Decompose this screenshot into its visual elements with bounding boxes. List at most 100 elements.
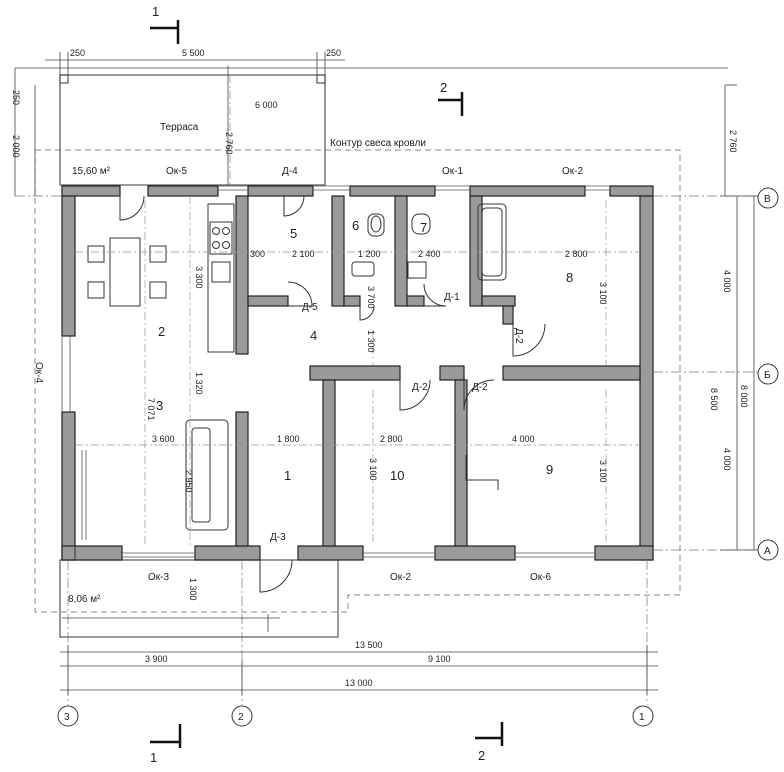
door-d1: Д-1: [444, 292, 460, 303]
section-label-2-bottom: 2: [478, 748, 485, 763]
terrace: [59, 74, 326, 186]
porch: [59, 559, 339, 638]
dim-2760-right: 2 760: [728, 130, 738, 153]
door-d4: Д-4: [282, 166, 298, 177]
washbasin: [351, 261, 375, 277]
window-ok6: Ок-6: [530, 572, 551, 583]
dim-2950: 2 950: [184, 470, 194, 493]
window-ok5: Ок-5: [166, 166, 187, 177]
dim-13500: 13 500: [355, 640, 383, 650]
window-ok1: Ок-1: [442, 166, 463, 177]
terrace-area: 15,60 м²: [72, 166, 111, 177]
room-10: 10: [390, 468, 404, 483]
kitchen-sink: [211, 261, 231, 283]
dim-1300-porch: 1 300: [188, 578, 198, 601]
axis-label-1: 1: [639, 712, 645, 723]
dim-room1-width: 1 800: [277, 434, 300, 444]
room-9: 9: [546, 462, 553, 477]
dim-250-left-vert: 250: [11, 90, 21, 105]
section-markers: [150, 20, 504, 748]
section-label-1-bottom: 1: [150, 750, 157, 765]
chair: [149, 281, 167, 299]
room-8: 8: [566, 270, 573, 285]
dim-3700: 3 700: [366, 286, 376, 309]
dim-250-right: 250: [326, 48, 341, 58]
dim-250-left: 250: [70, 48, 85, 58]
window-ok2-bottom: Ок-2: [390, 572, 411, 583]
room-6: 6: [352, 218, 359, 233]
door-d2-c: Д-2: [472, 382, 488, 393]
window-ok3: Ок-3: [148, 572, 169, 583]
dimension-lines: [14, 52, 762, 695]
door-d2-a: Д-2: [513, 328, 524, 344]
room-3: 3: [156, 398, 163, 413]
terrace-label: Терраса: [160, 122, 199, 133]
dim-room6-width: 1 200: [358, 249, 381, 259]
door-d3: Д-3: [270, 532, 286, 543]
door-d5: Д-5: [302, 302, 318, 313]
dim-1320: 1 320: [194, 372, 204, 395]
roof-outline: [34, 149, 681, 613]
dim-3900: 3 900: [145, 654, 168, 664]
terrace-post: [316, 74, 326, 84]
dim-room5-width: 2 100: [292, 249, 315, 259]
window-ok2-top: Ок-2: [562, 166, 583, 177]
dim-room7-width: 2 400: [418, 249, 441, 259]
kitchen-counter: [207, 203, 235, 353]
room-4: 4: [310, 328, 317, 343]
dim-9100: 9 100: [428, 654, 451, 664]
washbasin-2: [407, 261, 427, 279]
dim-8500: 8 500: [709, 388, 719, 411]
dim-room5-offset: 300: [250, 249, 265, 259]
dim-1300-corridor: 1 300: [366, 330, 376, 353]
axis-label-2: 2: [238, 712, 244, 723]
dim-2000: 2 000: [11, 135, 21, 158]
dim-room10-width: 2 800: [380, 434, 403, 444]
axis-bubbles: [57, 187, 779, 727]
dim-room9-width: 4 000: [512, 434, 535, 444]
dim-3100-room8: 3 100: [598, 282, 608, 305]
dim-2760-terrace: 2 760: [224, 132, 234, 155]
terrace-post: [59, 74, 69, 84]
dim-3100-room9: 3 100: [598, 460, 608, 483]
dim-room3-width: 3 600: [152, 434, 175, 444]
chair: [87, 281, 105, 299]
dim-7071: 7 071: [146, 398, 156, 421]
axis-lines: [15, 195, 762, 705]
door-swings: [74, 195, 546, 593]
dim-room8-width: 2 800: [565, 249, 588, 259]
room-5: 5: [290, 226, 297, 241]
bathtub: [477, 203, 507, 281]
door-d2-b: Д-2: [412, 382, 428, 393]
dim-4000-lower: 4 000: [722, 448, 732, 471]
roof-outline-label: Контур свеса кровли: [330, 138, 426, 149]
axis-label-v: В: [764, 194, 771, 205]
dim-3300: 3 300: [194, 266, 204, 289]
section-label-2-top: 2: [440, 80, 447, 95]
toilet-2: [411, 213, 431, 235]
room-7: 7: [420, 220, 427, 235]
axis-label-a: A: [764, 546, 771, 557]
dim-5500: 5 500: [182, 48, 205, 58]
dim-4000-upper: 4 000: [722, 270, 732, 293]
sofa: [185, 419, 229, 531]
dim-13000: 13 000: [345, 678, 373, 688]
axis-label-3: 3: [64, 712, 70, 723]
closet: [465, 455, 499, 490]
chair: [149, 245, 167, 263]
porch-area: 8,06 м²: [68, 594, 101, 605]
stove: [209, 221, 233, 255]
section-label-1-top: 1: [152, 4, 159, 19]
dining-table: [109, 237, 141, 307]
walls: [61, 185, 654, 561]
room-2: 2: [158, 324, 165, 339]
axis-label-b: Б: [764, 370, 771, 381]
furniture: [87, 203, 507, 531]
chair: [87, 245, 105, 263]
room-1: 1: [284, 468, 291, 483]
dim-8000: 8 000: [739, 385, 749, 408]
dim-3100-room10: 3 100: [368, 458, 378, 481]
dim-6000: 6 000: [255, 100, 278, 110]
